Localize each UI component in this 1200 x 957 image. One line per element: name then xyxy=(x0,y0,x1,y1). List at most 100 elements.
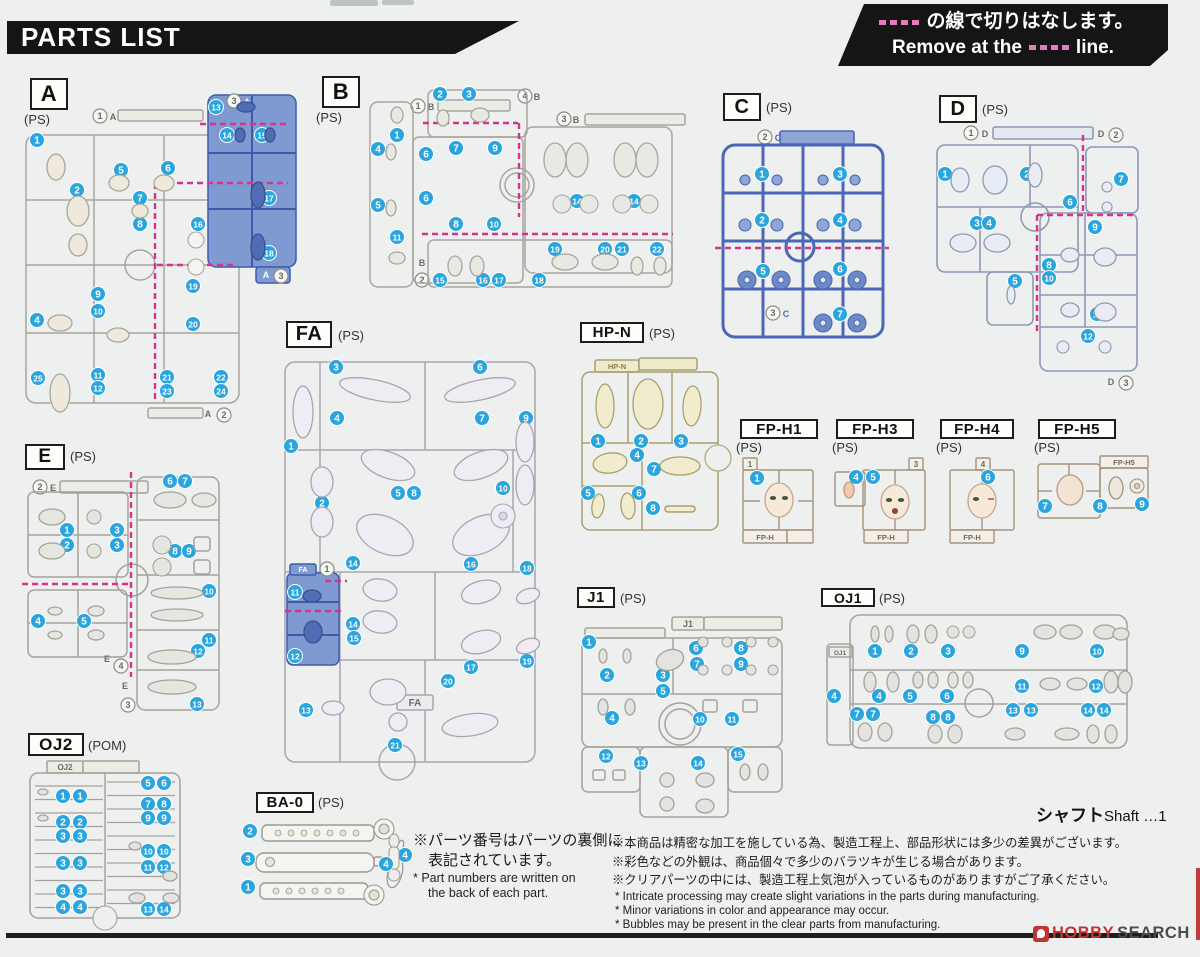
svg-text:7: 7 xyxy=(651,464,657,475)
svg-text:13: 13 xyxy=(1008,705,1018,715)
svg-text:6: 6 xyxy=(423,193,429,204)
svg-text:5: 5 xyxy=(395,488,401,499)
svg-text:2: 2 xyxy=(419,275,424,285)
svg-text:J1: J1 xyxy=(683,619,693,629)
runner-FP-H1-label: FP-H1 xyxy=(740,419,818,439)
svg-text:4: 4 xyxy=(876,691,882,702)
svg-text:4: 4 xyxy=(402,850,408,861)
runner-B-label: B xyxy=(322,76,360,108)
svg-text:6: 6 xyxy=(165,163,171,174)
runner-BA-0-label: BA-0 xyxy=(256,792,314,813)
shaft-note-en: Shaft xyxy=(1104,808,1140,825)
note-part-numbers: 4 ※パーツ番号はパーツの裏側に 表記されています。 * Part number… xyxy=(378,831,622,901)
svg-text:9: 9 xyxy=(492,143,498,154)
runner-B-diagram: 1B4B3BB214511236796810121314141516171819… xyxy=(369,86,686,288)
dashed-line-swatch xyxy=(1029,45,1069,50)
svg-text:3: 3 xyxy=(231,96,236,106)
note-left-jp-1: ※パーツ番号はパーツの裏側に xyxy=(413,832,623,849)
svg-text:10: 10 xyxy=(143,846,153,856)
svg-text:20: 20 xyxy=(188,319,198,329)
svg-text:FP-H: FP-H xyxy=(756,533,774,542)
svg-text:6: 6 xyxy=(985,472,991,483)
runner-OJ2-material: (POM) xyxy=(88,738,127,753)
svg-text:2: 2 xyxy=(60,817,66,828)
svg-text:12: 12 xyxy=(601,751,611,761)
svg-text:1: 1 xyxy=(77,791,83,802)
scan-artifact xyxy=(330,0,378,6)
svg-text:OJ2: OJ2 xyxy=(57,763,73,772)
svg-text:4: 4 xyxy=(831,691,837,702)
svg-text:FA: FA xyxy=(299,567,308,574)
cut-note-banner: の線で切りはなします。 Remove at the line. xyxy=(838,4,1168,66)
runner-A-material: (PS) xyxy=(24,112,50,127)
svg-text:10: 10 xyxy=(1044,273,1054,283)
svg-text:13: 13 xyxy=(211,102,221,112)
parts-list-banner: PARTS LIST xyxy=(7,21,519,54)
svg-text:11: 11 xyxy=(291,587,300,597)
svg-text:4: 4 xyxy=(77,902,83,913)
svg-text:1: 1 xyxy=(97,111,102,121)
svg-text:16: 16 xyxy=(466,559,476,569)
svg-text:3: 3 xyxy=(114,540,120,551)
svg-text:B: B xyxy=(573,115,580,125)
svg-text:10: 10 xyxy=(695,714,705,724)
runner-D-label: D xyxy=(939,95,977,123)
svg-text:11: 11 xyxy=(94,370,103,380)
cut-note-en-pre: Remove at the xyxy=(892,37,1022,58)
note-right-jp-1: ※本商品は精密な加工を施している為、製造工程上、部品形状には多少の差異がございま… xyxy=(612,836,1127,850)
note-right-jp-3: ※クリアパーツの中には、製造工程上気泡が入っているものがありますがご了承ください… xyxy=(612,873,1116,887)
runner-C-label: C xyxy=(723,93,761,121)
svg-text:9: 9 xyxy=(161,813,167,824)
svg-text:1: 1 xyxy=(586,637,592,648)
svg-text:9: 9 xyxy=(186,546,192,557)
svg-text:1: 1 xyxy=(64,525,70,536)
cut-note-jp: の線で切りはなします。 xyxy=(926,11,1134,33)
svg-text:OJ1: OJ1 xyxy=(834,650,847,657)
svg-text:3: 3 xyxy=(278,271,283,281)
page-title: PARTS LIST xyxy=(21,22,181,52)
svg-text:10: 10 xyxy=(159,846,169,856)
runner-E-material: (PS) xyxy=(70,449,96,464)
svg-text:3: 3 xyxy=(60,858,66,869)
svg-text:21: 21 xyxy=(390,740,400,750)
note-right-en-3: * Bubbles may be present in the clear pa… xyxy=(615,918,941,931)
svg-text:1: 1 xyxy=(288,441,294,452)
svg-text:3: 3 xyxy=(77,886,83,897)
svg-text:3: 3 xyxy=(678,436,684,447)
svg-text:1: 1 xyxy=(759,169,765,180)
svg-text:14: 14 xyxy=(348,619,358,629)
svg-text:2: 2 xyxy=(1113,130,1118,140)
runner-FP-H4-diagram: 4FP-H6 xyxy=(949,457,1015,544)
svg-text:1: 1 xyxy=(748,460,753,469)
svg-text:6: 6 xyxy=(423,149,429,160)
svg-text:7: 7 xyxy=(479,413,485,424)
svg-text:14: 14 xyxy=(159,904,169,914)
svg-text:9: 9 xyxy=(95,289,101,300)
svg-text:7: 7 xyxy=(137,193,143,204)
svg-text:15: 15 xyxy=(349,633,359,643)
svg-text:4: 4 xyxy=(609,713,615,724)
svg-text:21: 21 xyxy=(617,244,627,254)
svg-text:5: 5 xyxy=(760,266,766,277)
shaft-note-jp: シャフト xyxy=(1036,806,1104,825)
svg-text:5: 5 xyxy=(145,778,151,789)
svg-text:2: 2 xyxy=(437,89,443,100)
svg-text:10: 10 xyxy=(498,483,508,493)
svg-text:19: 19 xyxy=(188,281,198,291)
note-right-jp-2: ※彩色などの外観は、商品個々で多少のバラツキが生じる場合があります。 xyxy=(612,854,1029,869)
svg-text:9: 9 xyxy=(523,413,529,424)
cut-note-en-post: line. xyxy=(1075,37,1114,58)
svg-text:18: 18 xyxy=(534,275,544,285)
svg-text:1: 1 xyxy=(942,169,948,180)
svg-text:5: 5 xyxy=(375,200,381,211)
svg-text:8: 8 xyxy=(1046,260,1052,271)
svg-text:B: B xyxy=(419,258,426,268)
svg-text:FP-H: FP-H xyxy=(963,533,981,542)
svg-text:2: 2 xyxy=(221,410,226,420)
